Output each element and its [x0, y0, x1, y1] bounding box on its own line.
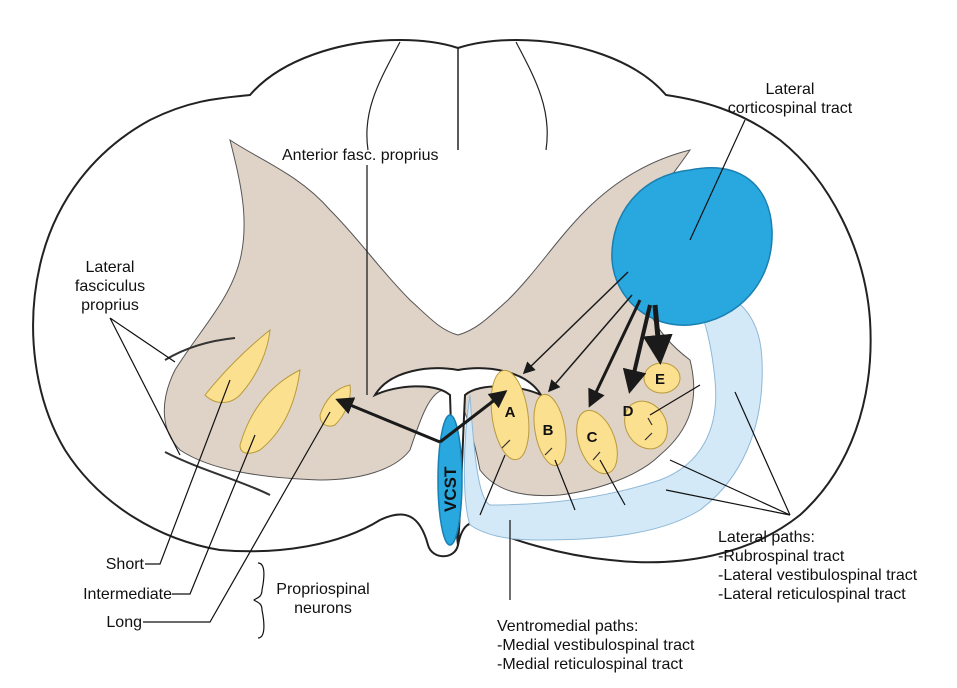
motor-pool-A-label: A	[505, 404, 516, 421]
vcst-tract	[437, 414, 463, 546]
gray-matter	[163, 138, 695, 497]
cst-arrow-to-D	[622, 304, 652, 394]
propriospinal-line-2: neurons	[294, 600, 352, 617]
propriospinal-intermediate-patch	[239, 369, 301, 454]
lateral-fasciculus-line-3: proprius	[81, 297, 139, 314]
cst-arrow-to-C	[588, 299, 642, 408]
long-label: Long	[106, 614, 142, 631]
ventromedial-paths-title: Ventromedial paths:	[497, 618, 639, 635]
dorsal-column-right	[515, 41, 548, 151]
propriospinal-neurons-label: Propriospinal neurons	[268, 580, 378, 618]
vcst-arrow-left	[335, 397, 441, 444]
cst-arrow-to-B	[548, 294, 633, 393]
anterior-fasc-proprius-label: Anterior fasc. proprius	[282, 147, 439, 164]
propriospinal-line-1: Propriospinal	[276, 581, 370, 598]
lateral-fasciculus-line-1: Lateral	[85, 259, 135, 276]
leader-intermediate	[172, 434, 256, 595]
lateral-corticospinal-line-2: corticospinal tract	[727, 100, 853, 117]
leader-lateral-paths-2	[554, 384, 701, 511]
ventromedial-paths-item-2: -Medial reticulospinal tract	[497, 656, 683, 673]
short-label: Short	[105, 556, 144, 573]
motor-pool-C	[576, 409, 618, 475]
dorsal-column-left	[366, 41, 401, 151]
motor-pool-E-label: E	[655, 371, 665, 388]
vcst-arrow-right	[439, 390, 508, 444]
motor-pool-B-label: B	[543, 422, 554, 439]
cst-arrow-to-E	[642, 304, 673, 365]
lateral-fasciculus-label: Lateral fasciculus proprius	[55, 258, 165, 315]
motor-pool-D-label: D	[623, 403, 634, 420]
intermediate-label: Intermediate	[83, 586, 172, 603]
leader-long	[143, 411, 331, 623]
lateral-paths-item-2: -Lateral vestibulospinal tract	[718, 567, 918, 584]
lateral-paths-label: Lateral paths: -Rubrospinal tract -Later…	[718, 528, 917, 604]
leader-lateral-fasc	[109, 317, 181, 456]
vcst-label: VCST	[441, 466, 460, 512]
motor-pool-D	[624, 400, 668, 450]
propriospinal-short-patch	[204, 328, 271, 403]
cst-arrow-to-A	[522, 271, 629, 375]
lateral-fasciculus-streaks	[164, 337, 271, 496]
propriospinal-bracket	[253, 562, 265, 639]
lateral-corticospinal-line-1: Lateral	[765, 81, 815, 98]
ventromedial-paths-item-1: -Medial vestibulospinal tract	[497, 637, 695, 654]
lateral-paths-item-3: -Lateral reticulospinal tract	[718, 586, 906, 603]
leader-lateral-paths	[665, 391, 791, 516]
motor-pool-B	[533, 393, 567, 467]
motor-pool-C-label: C	[587, 429, 598, 446]
lateral-fasciculus-line-2: fasciculus	[74, 278, 146, 295]
leader-lateral-cst	[689, 119, 746, 241]
lateral-paths-title: Lateral paths:	[718, 529, 815, 546]
lateral-corticospinal-label: Lateral corticospinal tract	[690, 80, 890, 118]
ventromedial-region	[463, 288, 763, 541]
lateral-paths-item-1: -Rubrospinal tract	[718, 548, 845, 565]
leader-ventromedial-2	[479, 454, 506, 516]
leader-short	[145, 379, 231, 565]
pool-ticks	[501, 417, 653, 461]
ventromedial-paths-label: Ventromedial paths: -Medial vestibulospi…	[497, 617, 694, 674]
lateral-corticospinal-tract-area	[611, 167, 773, 326]
